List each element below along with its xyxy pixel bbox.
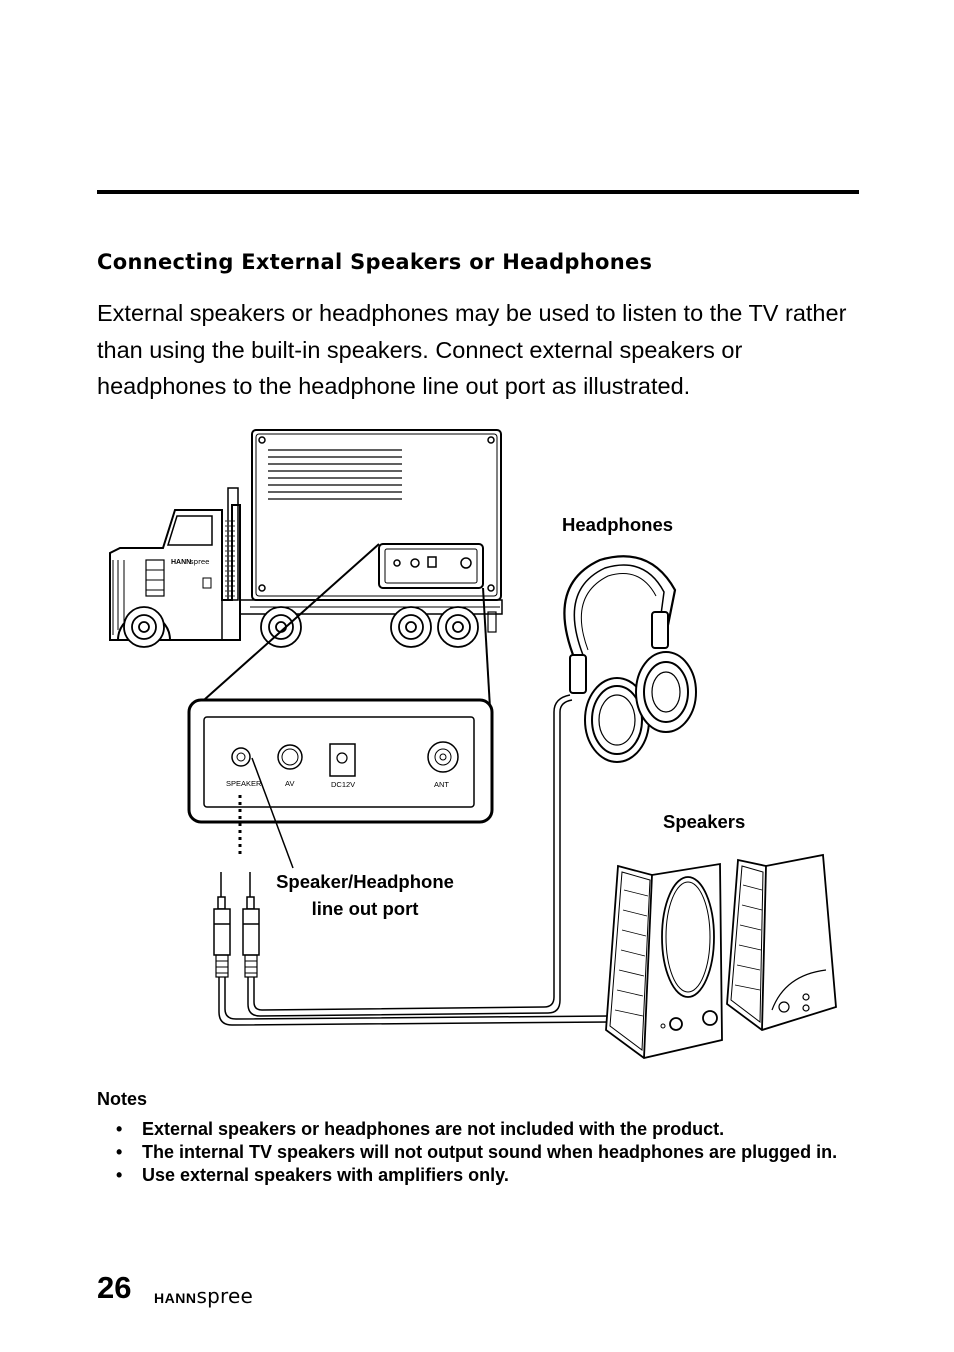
notes-title: Notes — [97, 1089, 148, 1109]
speakers-illustration — [605, 853, 837, 1059]
note-bullet: • — [116, 1165, 123, 1185]
truck-brand-bold: HANN — [171, 559, 191, 566]
port-label-ant: ANT — [434, 780, 449, 789]
line-out-port-label-line1: Speaker/Headphone — [276, 871, 454, 892]
audio-plugs — [213, 872, 260, 978]
page-number: 26 — [97, 1270, 132, 1305]
brand-logo: HANNspree — [154, 1284, 253, 1309]
speakers-label: Speakers — [663, 811, 746, 832]
notes-list: • External speakers or headphones are not… — [116, 1118, 876, 1187]
truck-brand-light: spree — [190, 558, 209, 566]
truck-wheels — [117, 606, 497, 648]
section-title: Connecting External Speakers or Headphon… — [97, 250, 653, 274]
enlarged-port-panel — [187, 698, 494, 824]
headphones-illustration — [563, 555, 697, 763]
port-label-speaker: SPEAKER — [226, 779, 262, 788]
cables — [218, 694, 611, 1026]
note-item: • Use external speakers with amplifiers o… — [116, 1164, 876, 1186]
note-item: • The internal TV speakers will not outpu… — [116, 1141, 876, 1163]
headphones-label: Headphones — [562, 514, 674, 535]
line-out-port-label: Speaker/Headphone line out port — [262, 868, 468, 922]
note-text: External speakers or headphones are not … — [142, 1119, 725, 1139]
line-out-port-label-line2: line out port — [311, 898, 419, 919]
note-text: Use external speakers with amplifiers on… — [142, 1165, 509, 1185]
intro-paragraph: External speakers or headphones may be u… — [97, 300, 847, 399]
connection-diagram: HANN spree — [109, 429, 837, 1059]
header-rule — [97, 190, 859, 194]
brand-light: spree — [196, 1284, 253, 1308]
port-label-av: AV — [285, 779, 294, 788]
port-label-dc12v: DC12V — [331, 780, 355, 789]
note-text: The internal TV speakers will not output… — [142, 1142, 838, 1162]
note-item: • External speakers or headphones are not… — [116, 1118, 876, 1140]
note-bullet: • — [116, 1142, 123, 1162]
brand-bold: HANN — [154, 1290, 197, 1306]
truck-tv-illustration: HANN spree — [109, 429, 503, 648]
note-bullet: • — [116, 1119, 123, 1139]
